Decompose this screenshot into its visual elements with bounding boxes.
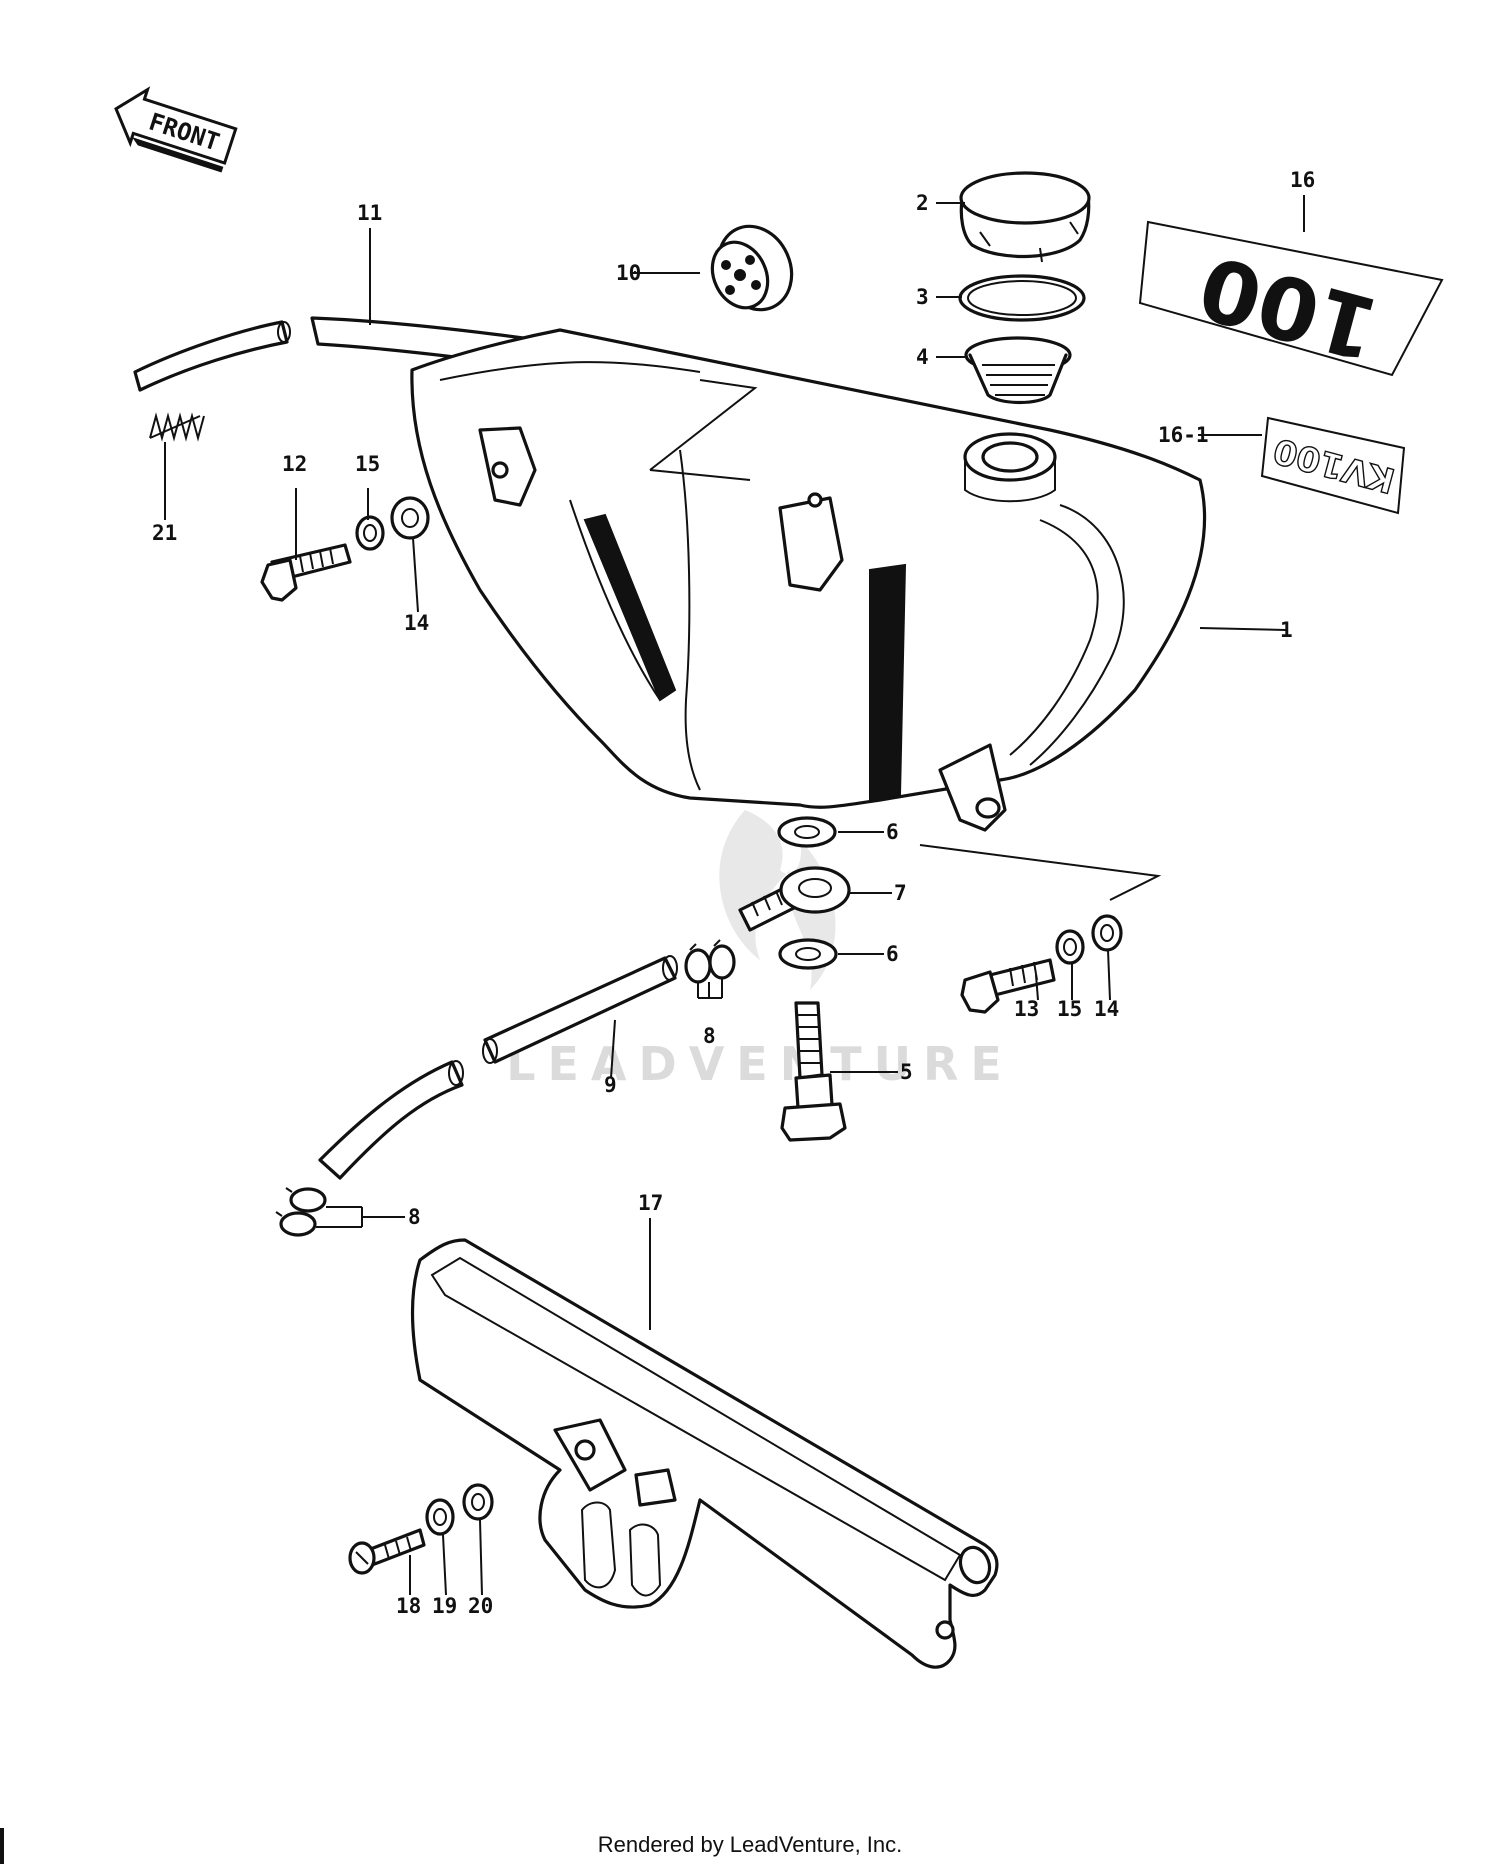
callout-2: 2 xyxy=(916,191,929,215)
callout-4: 4 xyxy=(916,345,929,369)
footer-credit: Rendered by LeadVenture, Inc. xyxy=(597,1832,903,1857)
callout-10: 10 xyxy=(616,261,641,285)
callout-18: 18 xyxy=(396,1594,421,1618)
callout-20: 20 xyxy=(468,1594,493,1618)
callout-16-1: 16-1 xyxy=(1158,423,1209,447)
callout-14-left: 14 xyxy=(404,611,429,635)
callout-19: 19 xyxy=(432,1594,457,1618)
callout-21: 21 xyxy=(152,521,177,545)
callout-3: 3 xyxy=(916,285,929,309)
callout-8-upper: 8 xyxy=(703,1024,716,1048)
callout-12: 12 xyxy=(282,452,307,476)
watermark-text: LEADVENTURE xyxy=(506,1037,1014,1091)
leader-lines xyxy=(164,195,1305,1596)
callout-14-right: 14 xyxy=(1094,997,1119,1021)
washer-14-right xyxy=(1091,914,1123,952)
watermark: LEADVENTURE xyxy=(506,810,1014,1091)
callout-7: 7 xyxy=(894,881,907,905)
grommet xyxy=(710,224,794,312)
callouts: 1 2 3 4 5 6 6 7 8 8 9 10 11 12 13 14 14 … xyxy=(152,168,1315,1618)
hose-clip-upper xyxy=(684,939,736,984)
callout-15-left: 15 xyxy=(355,452,380,476)
callout-16: 16 xyxy=(1290,168,1315,192)
spring xyxy=(149,412,205,442)
filler-strainer xyxy=(964,336,1072,405)
washer-19 xyxy=(425,1498,455,1536)
washer-15-right xyxy=(1055,929,1085,965)
callout-8-lower: 8 xyxy=(408,1205,421,1229)
bolt-12 xyxy=(260,543,352,602)
fuel-strainer-bolt xyxy=(780,1001,847,1142)
callout-6-upper: 6 xyxy=(886,820,899,844)
washer-15 xyxy=(355,515,385,551)
callout-9: 9 xyxy=(604,1073,617,1097)
washer-14 xyxy=(390,496,430,540)
chain-guard xyxy=(410,1238,999,1669)
callout-15-right: 15 xyxy=(1057,997,1082,1021)
washer-20 xyxy=(462,1483,494,1521)
cap-gasket xyxy=(958,274,1086,322)
callout-6-lower: 6 xyxy=(886,942,899,966)
front-arrow-icon: FRONT xyxy=(114,86,238,173)
callout-11: 11 xyxy=(357,201,382,225)
hose-clip-lower xyxy=(275,1187,327,1237)
decal-100-text: 100 xyxy=(1189,235,1388,378)
fuel-cap xyxy=(959,171,1091,263)
banjo-fitting xyxy=(738,866,851,932)
washer-6-lower xyxy=(778,938,838,970)
washer-6-upper xyxy=(777,816,837,848)
callout-17: 17 xyxy=(638,1191,663,1215)
callout-1: 1 xyxy=(1280,618,1293,642)
decal-kv100: KV100 xyxy=(1260,416,1406,515)
page-edge-mark xyxy=(0,1828,4,1864)
screw-18 xyxy=(348,1528,426,1575)
fuel-hose xyxy=(318,955,678,1180)
bolt-13 xyxy=(960,958,1056,1014)
decal-100: 100 xyxy=(1138,220,1444,378)
callout-13: 13 xyxy=(1014,997,1039,1021)
callout-5: 5 xyxy=(900,1060,913,1084)
fuel-tank xyxy=(410,328,1207,832)
